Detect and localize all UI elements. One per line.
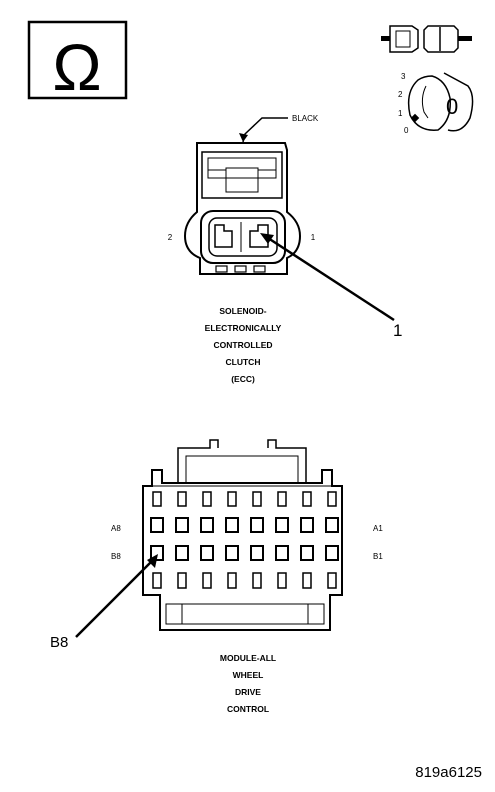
svg-text:CONTROLLED: CONTROLLED [213, 340, 272, 350]
svg-text:WHEEL: WHEEL [233, 670, 264, 680]
pin-b1-label: B1 [373, 552, 383, 561]
ohmmeter-icon: Ω [27, 20, 128, 104]
svg-text:CLUTCH: CLUTCH [226, 357, 261, 367]
key-position-2: 2 [398, 90, 403, 99]
ignition-key-icon: 0 3 2 1 0 [398, 72, 474, 135]
callout-b8: B8 [50, 634, 68, 651]
awd-connector: A8 B8 A1 B1 B8 MODULE-ALL WHEEL DRIVE CO… [50, 439, 383, 714]
cavity-row-a [150, 517, 339, 533]
disconnect-connector-icon [381, 25, 472, 53]
callout-1: 1 [393, 321, 402, 340]
key-position-1: 1 [398, 109, 403, 118]
pin-2-label: 2 [168, 233, 173, 242]
connector-color-label: BLACK [292, 114, 319, 123]
cavity-row-top [152, 491, 337, 507]
svg-text:MODULE-ALL: MODULE-ALL [220, 653, 276, 663]
ecc-caption: SOLENOID- ELECTRONICALLY CONTROLLED CLUT… [205, 306, 282, 384]
pin-a8-label: A8 [111, 524, 121, 533]
key-position-3: 3 [401, 72, 406, 81]
key-position-label: 0 [446, 94, 458, 119]
pin-1-label: 1 [311, 233, 316, 242]
ecc-connector: BLACK 2 1 1 SOLENOID- ELECTRONICALLY CON… [168, 114, 403, 384]
pin-b8-label: B8 [111, 552, 121, 561]
figure-id: 819a6125 [415, 764, 482, 781]
key-position-0: 0 [404, 126, 409, 135]
svg-text:SOLENOID-: SOLENOID- [219, 306, 266, 316]
svg-text:ELECTRONICALLY: ELECTRONICALLY [205, 323, 282, 333]
awd-caption: MODULE-ALL WHEEL DRIVE CONTROL [220, 653, 276, 714]
svg-text:CONTROL: CONTROL [227, 704, 269, 714]
cavity-row-bottom [152, 572, 337, 589]
svg-text:(ECC): (ECC) [231, 374, 255, 384]
pin-a1-label: A1 [373, 524, 383, 533]
cavity-row-b [150, 545, 339, 561]
ohm-symbol: Ω [52, 30, 101, 104]
svg-text:DRIVE: DRIVE [235, 687, 261, 697]
